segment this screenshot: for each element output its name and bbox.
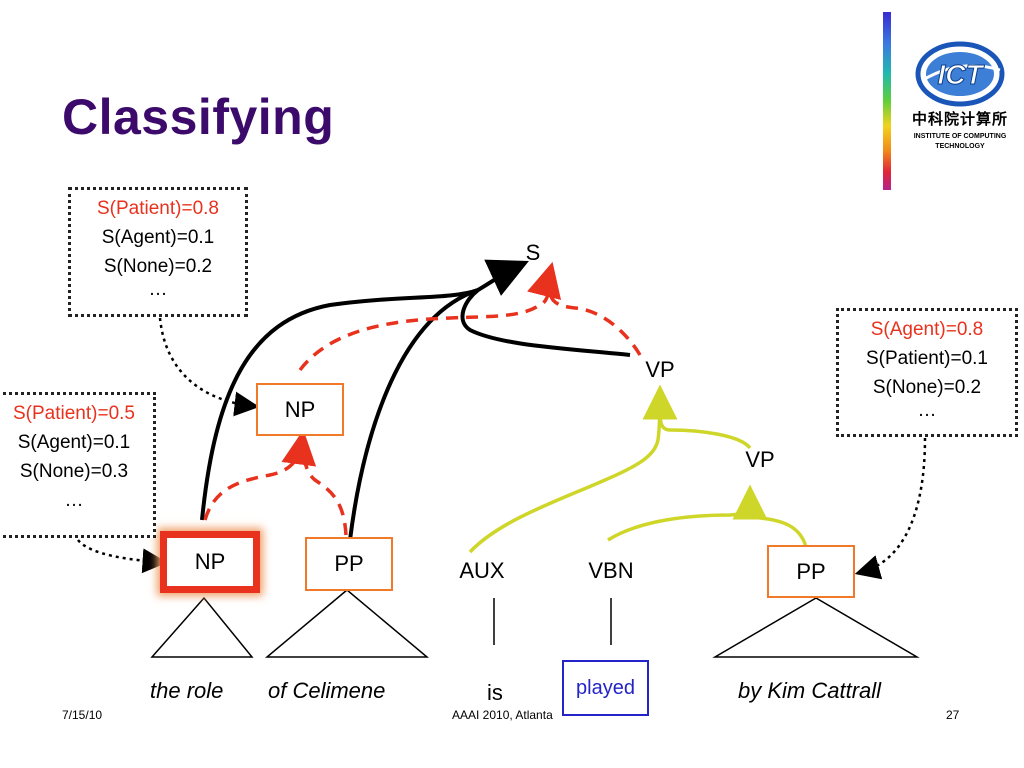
node-vbn: VBN: [588, 558, 634, 583]
logo-line1: INSTITUTE OF COMPUTING: [913, 133, 1007, 140]
node-aux: AUX: [459, 558, 505, 583]
triangle-np-leaf: [150, 596, 254, 658]
dashed-vp-to-s: [548, 289, 642, 356]
dotted-left-to-np: [77, 539, 168, 574]
triangle-pp1: [264, 589, 430, 658]
score-top-left-line2: S(Agent)=0.1: [101, 227, 215, 248]
yellow-vp-to-vp: [658, 409, 752, 450]
edge-pp-to-s: [348, 288, 479, 541]
slide-title: Classifying: [62, 89, 335, 145]
score-right-line2: S(Patient)=0.1: [866, 348, 988, 369]
node-vp-upper: VP: [645, 357, 675, 382]
dashed-np-leaf-up: [203, 429, 317, 521]
triangle-pp2: [712, 597, 920, 658]
footer-page-number: 27: [946, 708, 960, 722]
ict-logo: ICT 中科院计算所 INSTITUTE OF COMPUTING TECHNO…: [905, 40, 1015, 158]
dashed-np-up: [298, 261, 562, 372]
score-box-right: S(Agent)=0.8 S(Patient)=0.1 S(None)=0.2 …: [836, 308, 1018, 437]
footer-date: 7/15/10: [62, 708, 103, 722]
word-by-kim-cattrall: by Kim Cattrall: [738, 678, 882, 703]
score-right-line1: S(Agent)=0.8: [870, 319, 984, 340]
word-the-role: the role: [150, 678, 224, 703]
dotted-topleft-to-np: [158, 317, 260, 417]
node-np-upper: NP: [256, 383, 344, 436]
ict-logo-icon: ICT: [915, 41, 1005, 107]
edge-vp-to-s: [460, 288, 631, 357]
word-of-celimene: of Celimene: [268, 678, 386, 703]
score-box-top-left: S(Patient)=0.8 S(Agent)=0.1 S(None)=0.2 …: [68, 187, 248, 317]
node-pp-leaf2: PP: [767, 545, 855, 598]
node-vp-lower: VP: [745, 447, 775, 472]
score-right-line3: S(None)=0.2: [872, 377, 982, 398]
yellow-vbn-to-vp: [607, 484, 768, 542]
score-top-left-line4: …: [148, 279, 168, 300]
logo-chinese-name: 中科院计算所: [911, 111, 1008, 128]
edge-np-to-s: [200, 288, 479, 521]
logo-line2: TECHNOLOGY: [935, 143, 985, 150]
svg-text:ICT: ICT: [937, 59, 985, 90]
score-right-line4: …: [917, 400, 937, 421]
word-played-box: played: [562, 660, 649, 716]
dotted-right-to-pp: [854, 437, 927, 580]
edge-s-arrowhead: [476, 259, 529, 296]
node-pp-leaf1: PP: [305, 537, 393, 591]
score-left-line2: S(Agent)=0.1: [17, 432, 131, 453]
yellow-pp-to-vp: [748, 497, 808, 548]
score-box-left: S(Patient)=0.5 S(Agent)=0.1 S(None)=0.3 …: [0, 392, 156, 538]
score-left-line3: S(None)=0.3: [19, 461, 129, 482]
footer-conference: AAAI 2010, Atlanta: [452, 708, 553, 722]
word-is: is: [487, 680, 503, 705]
dashed-pp-up: [301, 444, 348, 536]
score-left-line4: …: [64, 490, 84, 511]
score-top-left-line3: S(None)=0.2: [103, 256, 213, 277]
decorative-color-bar: [883, 12, 891, 190]
node-np-leaf-highlighted: NP: [160, 531, 260, 593]
score-left-line1: S(Patient)=0.5: [13, 403, 135, 424]
score-top-left-line1: S(Patient)=0.8: [97, 198, 219, 219]
node-s: S: [525, 240, 541, 265]
